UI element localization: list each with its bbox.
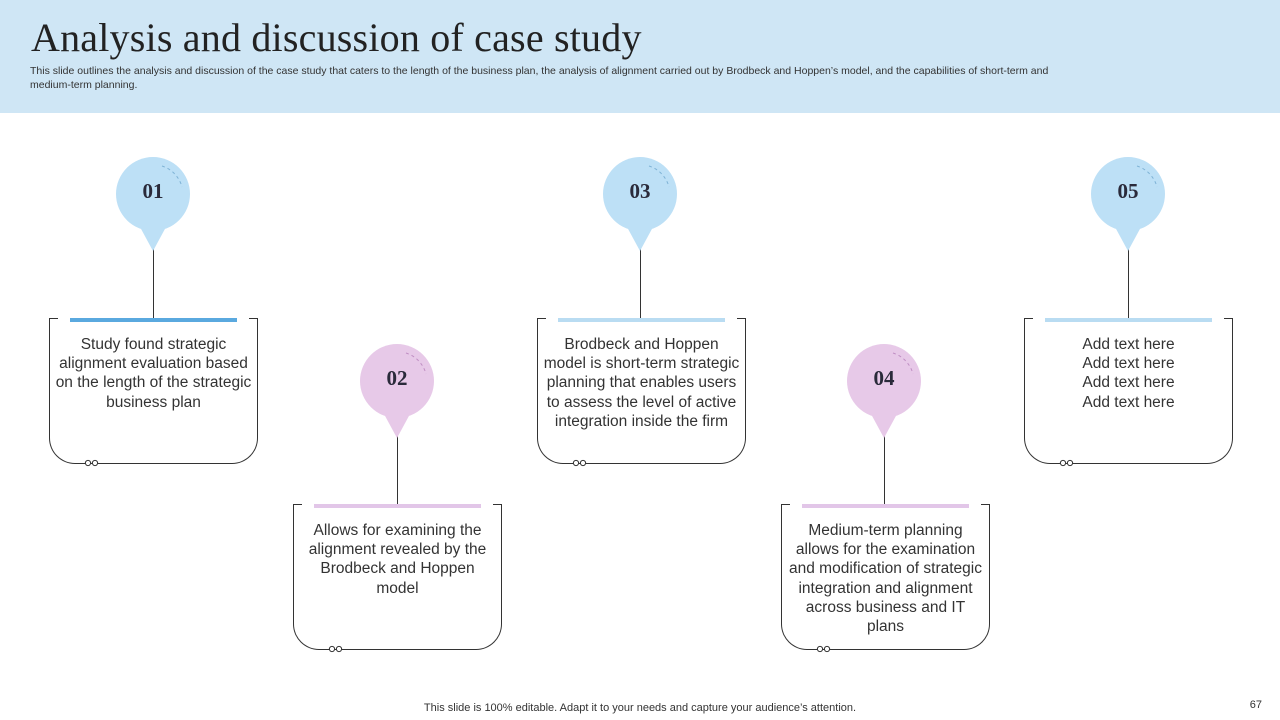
connector-line-05 — [1128, 248, 1129, 318]
step-number-03: 03 — [629, 179, 651, 203]
connector-line-01 — [153, 248, 154, 318]
step-number-04: 04 — [873, 366, 895, 390]
step-card-05: Add text here Add text here Add text her… — [1024, 318, 1233, 467]
step-card-01: Study found strategic alignment evaluati… — [49, 318, 258, 467]
card-dots-icon — [572, 459, 587, 467]
step-card-04: Medium-term planning allows for the exam… — [781, 504, 990, 653]
card-accent-bar — [1045, 318, 1212, 322]
connector-line-02 — [397, 435, 398, 505]
step-text-04: Medium-term planning allows for the exam… — [789, 522, 982, 636]
card-dots-icon — [816, 645, 831, 653]
step-card-03: Brodbeck and Hoppen model is short-term … — [537, 318, 746, 467]
card-accent-bar — [558, 318, 725, 322]
header-banner: Analysis and discussion of case study Th… — [0, 0, 1280, 113]
location-pin-icon-05: 05 — [1090, 157, 1166, 253]
page-number: 67 — [1249, 699, 1262, 711]
connector-line-03 — [640, 248, 641, 318]
card-accent-bar — [314, 504, 481, 508]
step-number-02: 02 — [386, 366, 408, 390]
step-text-01: Study found strategic alignment evaluati… — [55, 336, 252, 411]
footer-note: This slide is 100% editable. Adapt it to… — [423, 702, 857, 714]
card-dots-icon — [84, 459, 99, 467]
page-title: Analysis and discussion of case study — [31, 15, 642, 60]
connector-line-04 — [884, 435, 885, 505]
location-pin-icon-04: 04 — [846, 344, 922, 440]
location-pin-icon-02: 02 — [359, 344, 435, 440]
step-text-03: Brodbeck and Hoppen model is short-term … — [543, 336, 740, 430]
card-accent-bar — [802, 504, 969, 508]
step-number-05: 05 — [1117, 179, 1139, 203]
card-accent-bar — [70, 318, 237, 322]
card-dots-icon — [328, 645, 343, 653]
card-dots-icon — [1059, 459, 1074, 467]
step-number-01: 01 — [142, 179, 164, 203]
step-card-02: Allows for examining the alignment revea… — [293, 504, 502, 653]
location-pin-icon-03: 03 — [602, 157, 678, 253]
page-subtitle: This slide outlines the analysis and dis… — [30, 65, 1049, 91]
step-text-05: Add text here Add text here Add text her… — [1082, 336, 1175, 411]
step-text-02: Allows for examining the alignment revea… — [308, 522, 487, 597]
location-pin-icon-01: 01 — [115, 157, 191, 253]
